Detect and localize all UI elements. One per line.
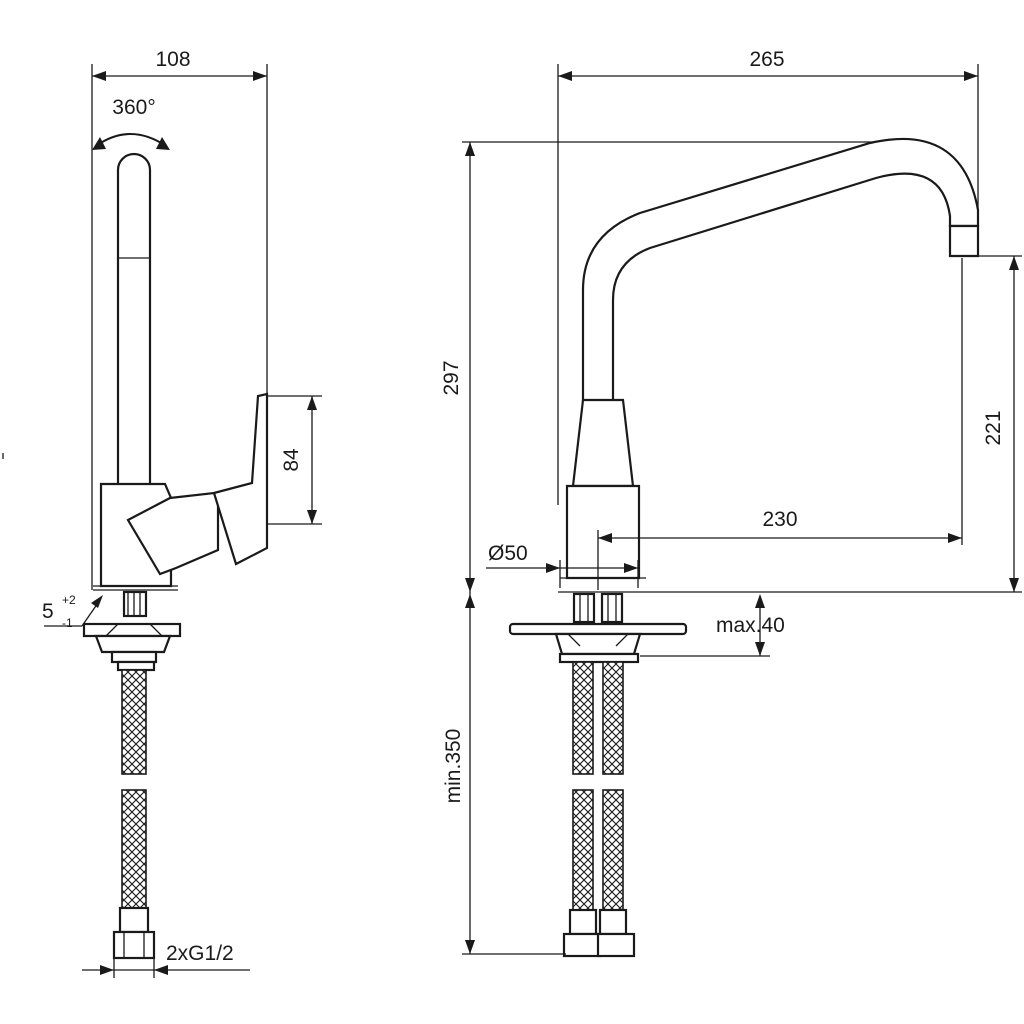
base-diameter-dimension: Ø50 <box>486 542 640 588</box>
connection-label: 2xG1/2 <box>166 942 234 965</box>
front-hoses <box>562 661 636 958</box>
side-mounting <box>82 590 182 672</box>
deck-thickness-label: max.40 <box>716 614 785 637</box>
total-height-label: 297 <box>440 360 463 395</box>
tilt-label: 5 <box>42 600 54 623</box>
tilt-minus: -1 <box>62 616 73 630</box>
lever-height-dimension: 84 <box>268 395 322 525</box>
base-diameter-label: Ø50 <box>488 542 528 565</box>
width-label: 108 <box>155 48 190 71</box>
spout-height-label: 221 <box>982 410 1005 445</box>
hose-length-label: min.350 <box>442 729 465 804</box>
side-hose <box>112 669 156 960</box>
connection-dimension: 2xG1/2 <box>82 942 250 978</box>
deck-thickness-dimension: max.40 <box>640 594 785 657</box>
total-height-dimension: 297 <box>440 141 895 592</box>
front-body <box>558 398 1022 593</box>
tilt-tolerance: 5 +2 -1 <box>42 593 103 630</box>
front-view: 265 297 221 <box>440 48 1022 958</box>
front-mounting <box>508 592 688 664</box>
rotation-label: 360° <box>112 96 155 119</box>
width-dimension: 108 <box>91 48 268 590</box>
spout-reach-dimension: 230 <box>597 258 963 590</box>
front-spout <box>581 138 980 486</box>
tilt-plus: +2 <box>62 593 76 607</box>
hose-length-dimension: min.350 <box>442 592 566 955</box>
spout-reach-label: 230 <box>762 508 797 531</box>
reach-label: 265 <box>749 48 784 71</box>
side-spout <box>116 152 152 484</box>
reach-dimension: 265 <box>557 48 979 505</box>
lever-height-label: 84 <box>280 448 303 472</box>
side-view: 108 360° 84 <box>2 48 322 978</box>
spout-height-dimension: 221 <box>952 255 1022 592</box>
rotation-indicator: 360° <box>92 96 170 150</box>
side-body <box>93 392 269 591</box>
